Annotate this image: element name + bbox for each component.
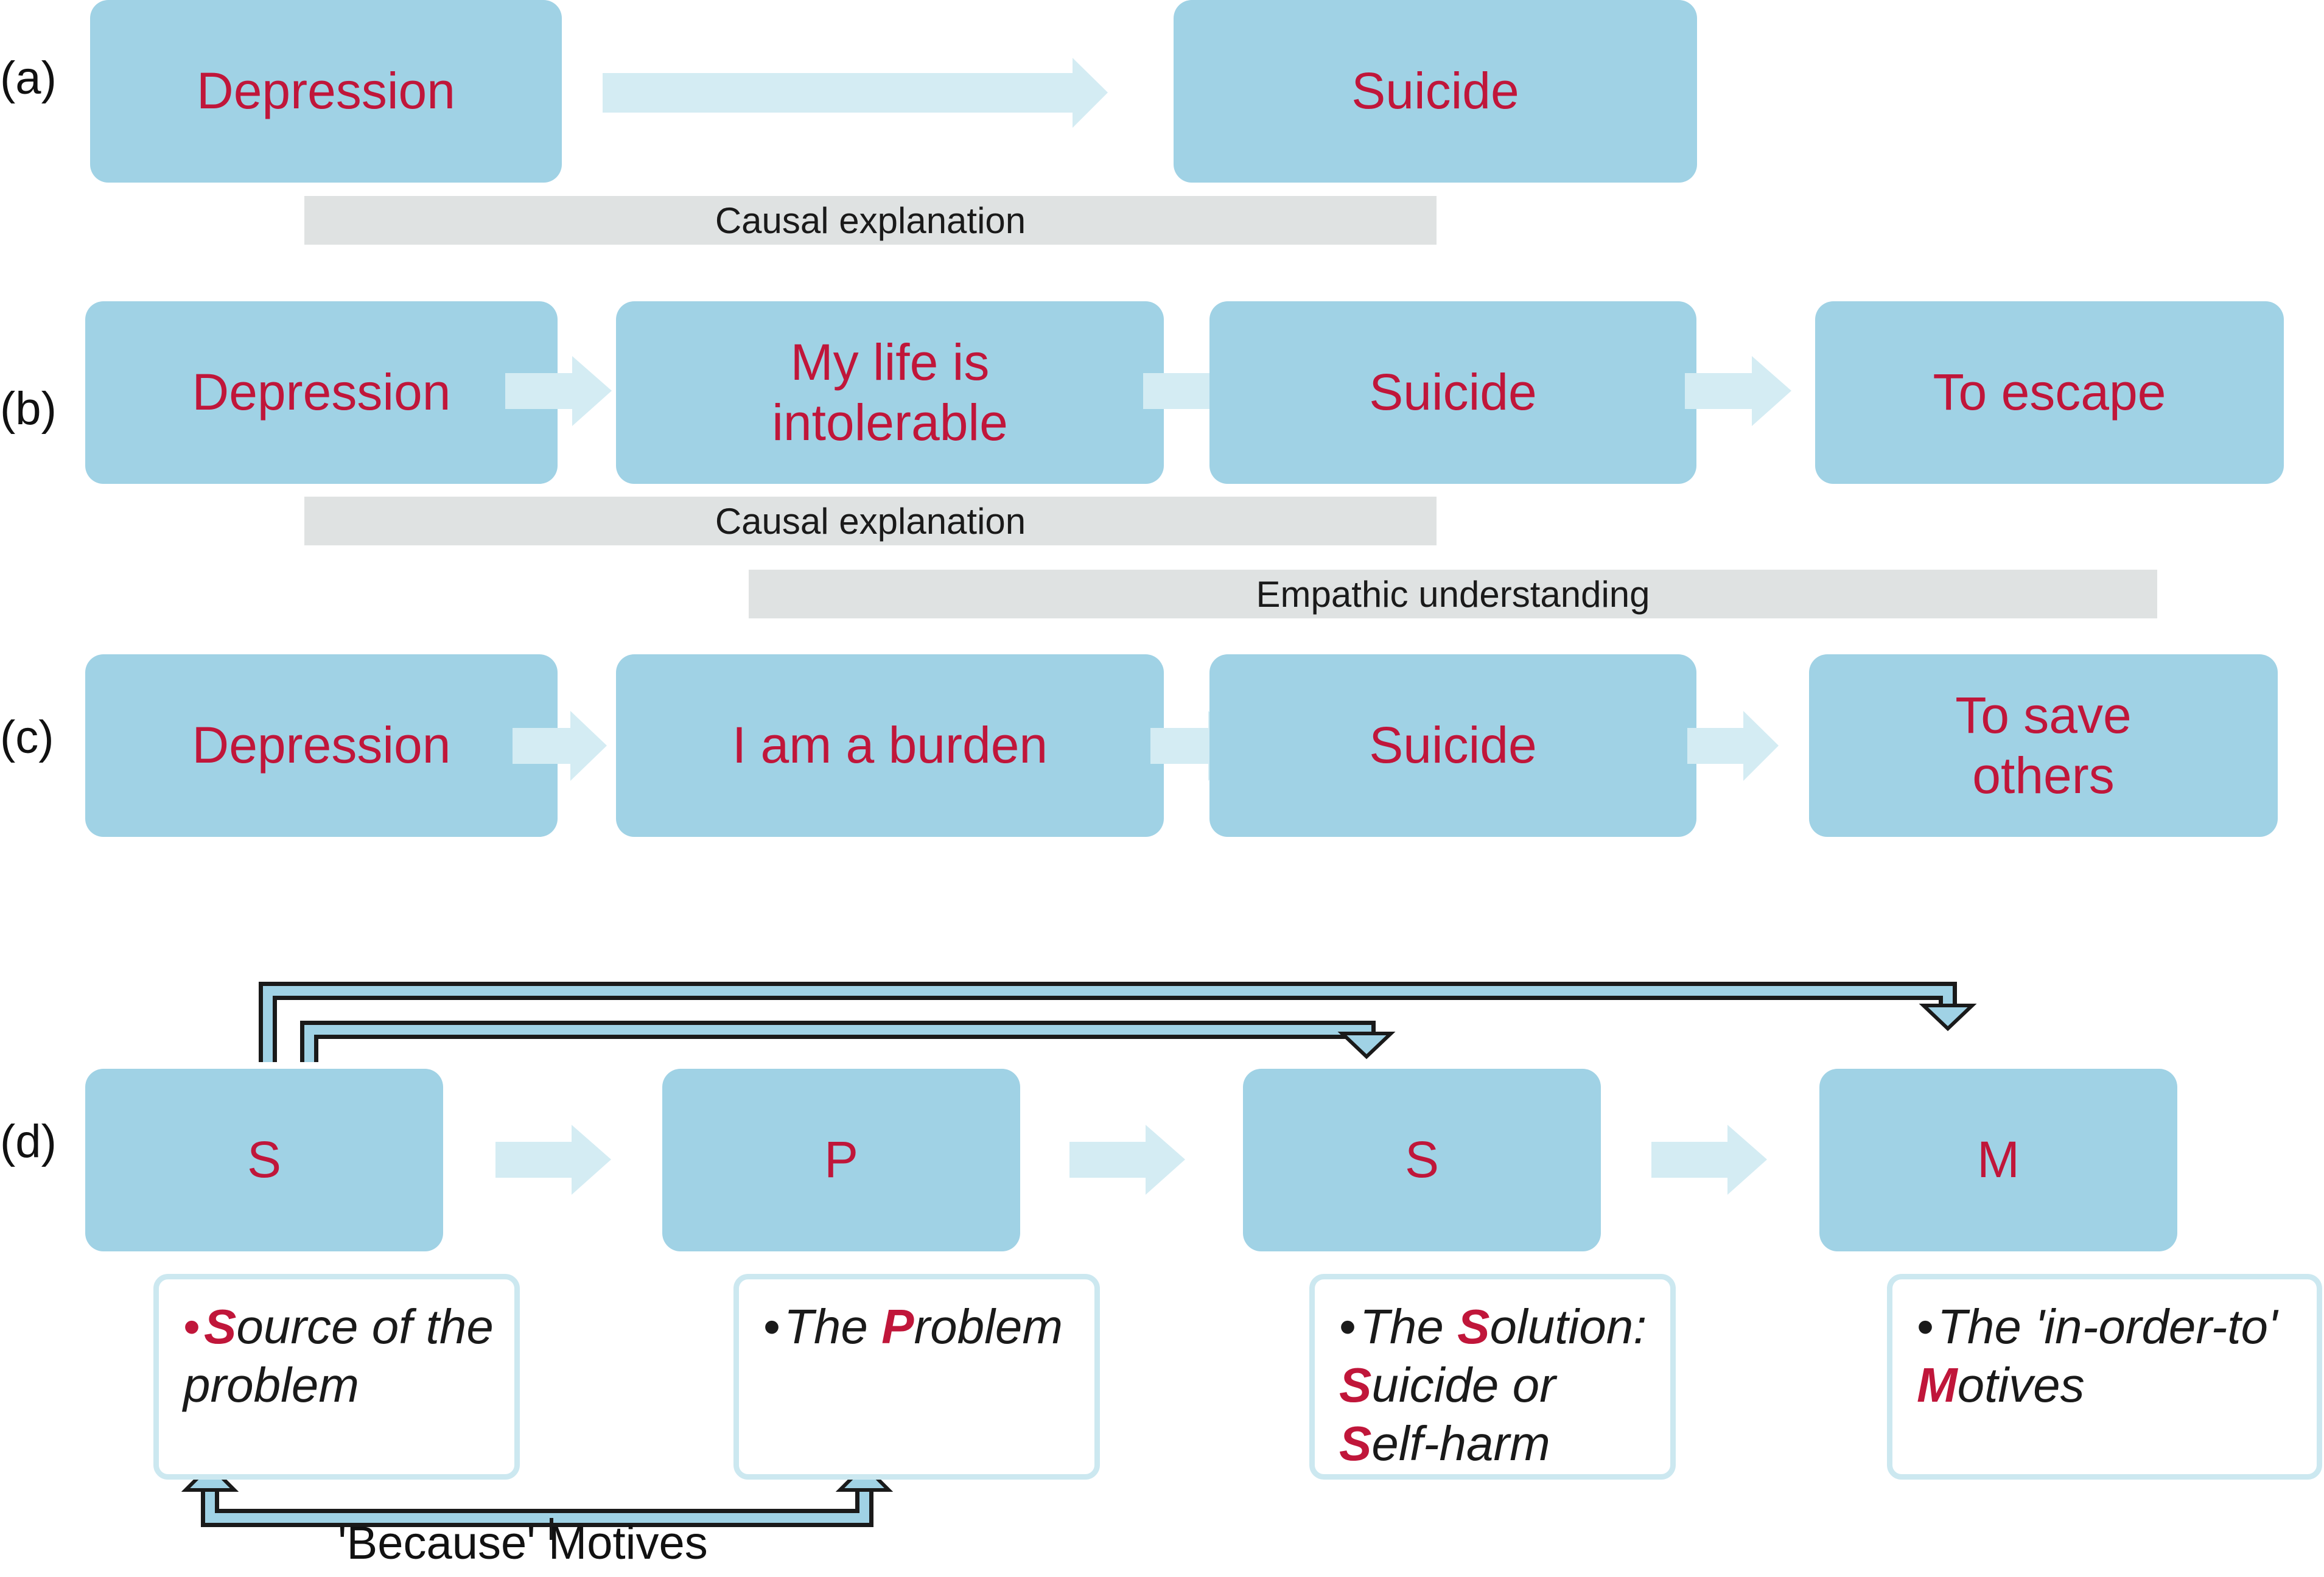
letter-s: S: [1457, 1299, 1490, 1354]
arrowhead-solution: [1337, 1032, 1396, 1060]
row-c-label: (c): [0, 712, 54, 763]
row-b-causal-text: Causal explanation: [715, 500, 1026, 542]
row-b-depression-text: Depression: [192, 363, 451, 421]
row-a-causal-text: Causal explanation: [715, 200, 1026, 241]
row-c-suicide-text: Suicide: [1369, 716, 1537, 774]
because-motives-caption: 'Because' Motives: [338, 1517, 708, 1569]
row-c-arrow-3: [1687, 711, 1779, 781]
row-b-escape-box: To escape: [1815, 301, 2284, 484]
letter-s: S: [204, 1299, 237, 1354]
row-d-s2-box: S: [1243, 1069, 1601, 1251]
row-d-m-text: M: [1977, 1131, 2020, 1189]
letter-s: S: [1339, 1358, 1372, 1412]
bullet: •: [183, 1299, 201, 1354]
row-d-p-text: P: [824, 1131, 859, 1189]
row-b-escape-text: To escape: [1933, 363, 2166, 421]
note-motives: •The 'in-order-to' Motives: [1887, 1274, 2322, 1480]
row-a-depression-box: Depression: [90, 0, 562, 183]
row-b-label: (b): [0, 383, 57, 435]
bullet: •: [763, 1299, 781, 1354]
row-c-arrow-1: [513, 711, 607, 781]
note-source: •Source of the problem: [153, 1274, 520, 1480]
note-problem: •The Problem: [733, 1274, 1100, 1480]
row-a-depression-text: Depression: [197, 62, 455, 120]
row-d-s-text: S: [247, 1131, 282, 1189]
row-d-s2-text: S: [1404, 1131, 1440, 1189]
row-b-empathic-text: Empathic understanding: [1256, 573, 1650, 615]
row-c-depression-text: Depression: [192, 716, 451, 774]
row-d-p-box: P: [662, 1069, 1020, 1251]
row-a-causal-bar: Causal explanation: [304, 196, 1437, 245]
letter-s: S: [1339, 1416, 1372, 1470]
note-problem-text: roblem: [914, 1299, 1063, 1354]
letter-p: P: [881, 1299, 914, 1354]
row-d-arrow-3: [1651, 1125, 1767, 1195]
row-b-intolerable-text: My life is intolerable: [772, 333, 1008, 451]
bullet: •: [1339, 1299, 1357, 1354]
row-c-save-others-box: To save others: [1809, 654, 2278, 837]
bullet: •: [1917, 1299, 1934, 1354]
row-b-causal-bar: Causal explanation: [304, 497, 1437, 545]
row-d-arrow-2: [1069, 1125, 1185, 1195]
row-b-intolerable-box: My life is intolerable: [616, 301, 1164, 484]
row-b-arrow-3: [1685, 356, 1791, 426]
row-b-suicide-text: Suicide: [1369, 363, 1537, 421]
row-b-empathic-bar: Empathic understanding: [749, 570, 2157, 618]
row-d-s-box: S: [85, 1069, 443, 1251]
note-source-text: ource of the problem: [183, 1299, 494, 1412]
row-b-suicide-box: Suicide: [1209, 301, 1696, 484]
letter-m: M: [1917, 1358, 1958, 1412]
row-b-arrow-1: [505, 356, 612, 426]
row-a-suicide-box: Suicide: [1174, 0, 1697, 183]
row-b-depression-box: Depression: [85, 301, 558, 484]
note-solution: •The Solution: Suicide or Self-harm: [1309, 1274, 1676, 1480]
row-a-suicide-text: Suicide: [1351, 62, 1519, 120]
row-d-arrow-1: [495, 1125, 611, 1195]
row-c-save-others-text: To save others: [1955, 686, 2132, 804]
arrowhead-motives: [1919, 1004, 1977, 1032]
row-c-burden-box: I am a burden: [616, 654, 1164, 837]
row-d-m-box: M: [1819, 1069, 2177, 1251]
bracket-because: [201, 1485, 873, 1527]
row-c-suicide-box: Suicide: [1209, 654, 1696, 837]
row-a-arrow: [603, 58, 1108, 128]
row-a-label: (a): [0, 52, 57, 104]
row-c-depression-box: Depression: [85, 654, 558, 837]
row-d-label: (d): [0, 1116, 57, 1167]
row-c-burden-text: I am a burden: [732, 716, 1048, 774]
